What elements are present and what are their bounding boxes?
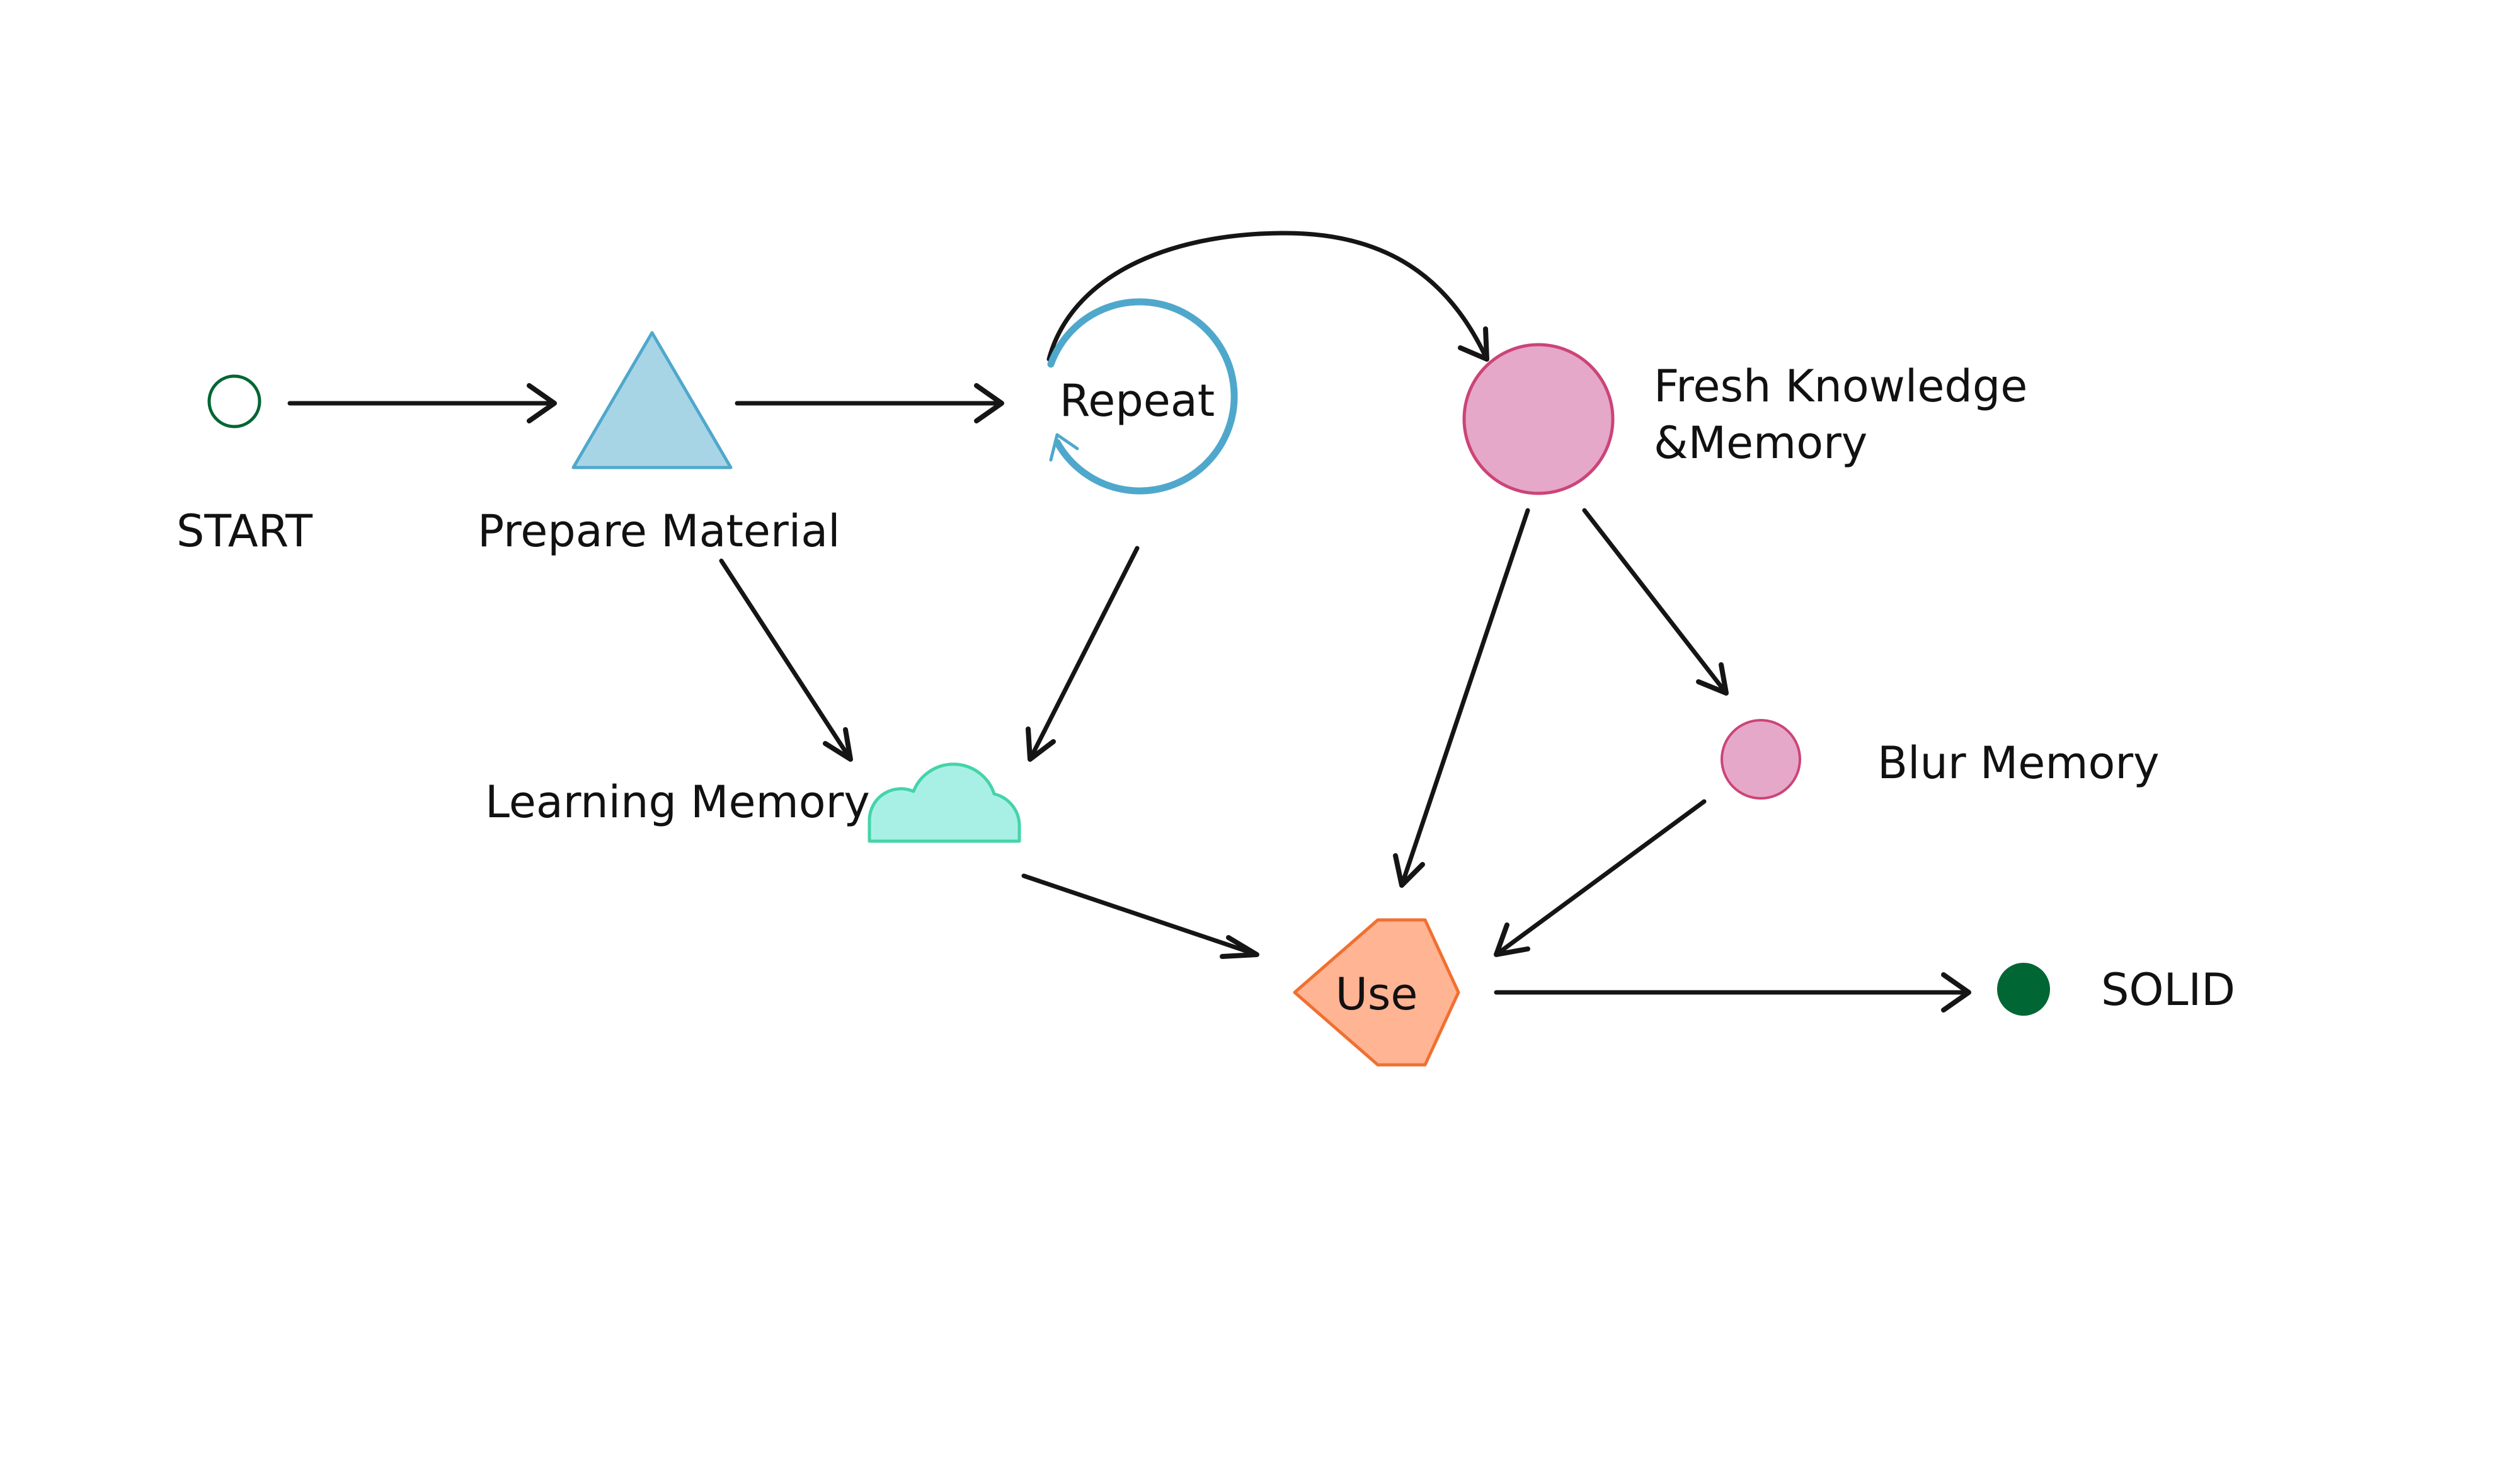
prepare-material-label: Prepare Material [478, 505, 840, 557]
blur-memory-label: Blur Memory [1877, 737, 2160, 789]
solid-node [1997, 963, 2050, 1016]
edge-repeat-learning [1026, 546, 1140, 762]
fresh-memory-label: &Memory [1654, 417, 1867, 469]
edge-fresh-use [1393, 508, 1530, 888]
learning-memory-label: Learning Memory [485, 776, 870, 828]
start-label: START [176, 505, 312, 557]
repeat-label: Repeat [1060, 375, 1215, 427]
edge-repeat-fresh [1046, 231, 1489, 362]
use-node [1293, 918, 1460, 1067]
edge-start-prepare [287, 383, 557, 423]
repeat-cycle-arrowhead [1049, 433, 1079, 462]
edge-use-solid [1494, 972, 1971, 1013]
use-label: Use [1336, 968, 1418, 1020]
solid-label: SOLID [2101, 964, 2235, 1016]
edge-prepare-learning [719, 558, 853, 762]
edge-fresh-blur [1582, 508, 1729, 696]
prepare-material-node [571, 331, 733, 469]
repeat-cycle-arc [1047, 298, 1238, 495]
edge-prepare-repeat [735, 383, 1004, 423]
fresh-knowledge-node [1462, 343, 1615, 495]
learning-memory-node [868, 762, 1021, 843]
start-node [207, 374, 261, 428]
fresh-knowledge-label: Fresh Knowledge [1654, 360, 2027, 412]
repeat-node: Repeat [1047, 298, 1238, 495]
edge-learning-use [1021, 873, 1259, 959]
blur-memory-node [1721, 719, 1801, 800]
edge-blur-use [1494, 799, 1707, 957]
